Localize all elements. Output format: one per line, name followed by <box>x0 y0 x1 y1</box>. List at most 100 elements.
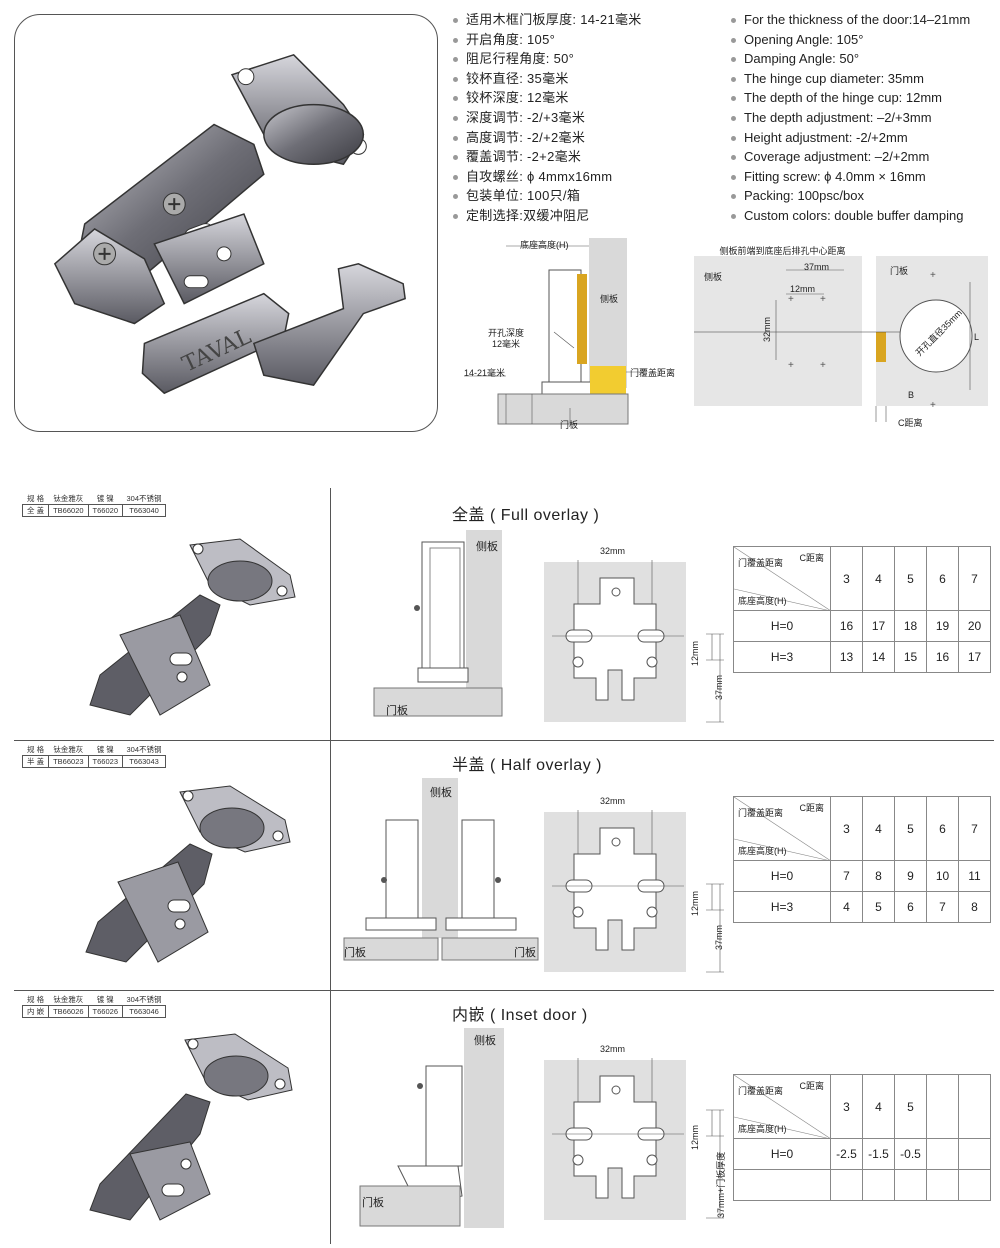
cell: 7 <box>830 860 863 892</box>
spec-item: Packing: 100psc/box <box>730 186 970 206</box>
spec-item: 铰杯深度: 12毫米 <box>452 88 642 108</box>
label-c-distance: C距离 <box>898 418 923 428</box>
side-diagram-full-overlay: 侧板 门板 <box>372 528 522 728</box>
side-diagram-inset-door: 侧板 门板 <box>358 1026 518 1236</box>
label-thickness: 14-21毫米 <box>464 368 506 378</box>
c-value: 5 <box>894 1074 927 1139</box>
hinge-illustration: TAVAL <box>53 53 406 395</box>
c-distance-table-inset-door: C距离 门覆盖距离 底座高度(H) 3 4 5 H=0 -2.5 -1.5 -0… <box>733 1074 991 1201</box>
label-dim-12: 12mm <box>690 1124 700 1150</box>
row-label: H=3 <box>733 641 831 673</box>
cell: -2.5 <box>830 1138 863 1170</box>
table-corner-header: C距离 门覆盖距离 底座高度(H) <box>733 1074 831 1139</box>
spec-header: 钛金雅灰 <box>48 493 89 505</box>
b-header: 底座高度(H) <box>738 1124 787 1134</box>
dim-lines-full-overlay <box>706 633 724 723</box>
cell: 20 <box>958 610 991 642</box>
spec-item: 适用木框门板厚度: 14-21毫米 <box>452 10 642 30</box>
spec-item: The depth of the hinge cup: 12mm <box>730 88 970 108</box>
c-value: 3 <box>830 796 863 861</box>
spec-name: 全 盖 <box>21 504 50 517</box>
spec-item: For the thickness of the door:14–21mm <box>730 10 970 30</box>
hero-product-photo: TAVAL <box>14 14 438 432</box>
cell: 17 <box>862 610 895 642</box>
table-row: H=0 16 17 18 19 20 <box>733 610 991 642</box>
cell <box>958 1169 991 1201</box>
c-value: 7 <box>958 546 991 611</box>
c-value: 4 <box>862 796 895 861</box>
section-divider-1 <box>14 740 994 741</box>
spec-item: 深度调节: -2/+3毫米 <box>452 108 642 128</box>
label-dim-32: 32mm <box>600 796 626 806</box>
table-row: H=0 -2.5 -1.5 -0.5 <box>733 1138 991 1170</box>
c-value: 4 <box>862 1074 895 1139</box>
spec-item: Height adjustment: -2/+2mm <box>730 128 970 148</box>
spec-code: T66026 <box>87 1005 123 1018</box>
spec-item: 自攻螺丝: ϕ 4mmx16mm <box>452 167 642 187</box>
spec-code: TB66023 <box>48 755 89 768</box>
drilling-diagram-title: 侧板前端到底座后排孔中心距离 <box>719 246 846 256</box>
svg-text:+: + <box>820 294 826 305</box>
specs-list-en: For the thickness of the door:14–21mm Op… <box>730 10 970 226</box>
spec-code: TB66026 <box>48 1005 89 1018</box>
table-row: H=3 13 14 15 16 17 <box>733 641 991 673</box>
product-image-inset-door <box>89 1033 293 1221</box>
side-diagram-half-overlay: 侧板 门板 门板 <box>342 776 542 962</box>
spec-header: 304不锈钢 <box>122 493 166 505</box>
spec-table-half-overlay: 规 格 钛金雅灰 镀 镍 304不锈钢 半 盖 TB66023 T66023 T… <box>21 744 167 768</box>
c-value: 4 <box>862 546 895 611</box>
c-value: 7 <box>958 796 991 861</box>
spec-item: 开启角度: 105° <box>452 30 642 50</box>
c-header: C距离 <box>799 803 825 813</box>
spec-name: 内 嵌 <box>21 1005 50 1018</box>
product-image-full-overlay <box>89 538 296 716</box>
cell: 15 <box>894 641 927 673</box>
spec-code: T663043 <box>121 755 167 768</box>
spec-item: 铰杯直径: 35毫米 <box>452 69 642 89</box>
plate-diagram-half-overlay: 32mm <box>544 796 689 974</box>
dim-lines-inset-door <box>706 1109 724 1219</box>
section-divider-vertical <box>330 488 331 1244</box>
table-corner-header: C距离 门覆盖距离 底座高度(H) <box>733 546 831 611</box>
cell: 11 <box>958 860 991 892</box>
svg-text:+: + <box>788 294 794 305</box>
table-row: H=0 7 8 9 10 11 <box>733 860 991 892</box>
spec-code: T663040 <box>121 504 167 517</box>
c-header: C距离 <box>799 553 825 563</box>
cell: 10 <box>926 860 959 892</box>
label-side-panel-b: 门板 <box>890 266 909 276</box>
spec-header: 镀 镍 <box>88 493 123 505</box>
label-l: L <box>974 332 980 342</box>
spec-header: 钛金雅灰 <box>48 994 89 1006</box>
label-b: B <box>908 390 915 400</box>
plate-diagram-inset-door: 32mm <box>544 1044 689 1222</box>
svg-text:+: + <box>788 360 794 371</box>
c-value: 5 <box>894 796 927 861</box>
section-title-full-overlay: 全盖 ( Full overlay ) <box>452 507 600 524</box>
label-side-panel: 侧板 <box>430 787 452 799</box>
c-value <box>926 1074 959 1139</box>
label-base-height: 底座高度(H) <box>520 240 569 250</box>
label-dim-32: 32mm <box>600 1044 626 1054</box>
c-value: 6 <box>926 796 959 861</box>
spec-item: Opening Angle: 105° <box>730 30 970 50</box>
c-distance-table-half-overlay: C距离 门覆盖距离 底座高度(H) 3 4 5 6 7 H=0 7 8 9 10… <box>733 796 991 923</box>
label-door-panel: 门板 <box>362 1197 384 1209</box>
label-dim-37: 37mm <box>804 262 830 272</box>
cell: 5 <box>862 891 895 923</box>
product-image-half-overlay <box>85 785 291 963</box>
cell: 14 <box>862 641 895 673</box>
spec-item: 阻尼行程角度: 50° <box>452 49 642 69</box>
label-overlay-distance: 门覆盖距离 <box>630 368 676 378</box>
cell: -1.5 <box>862 1138 895 1170</box>
row-label: H=0 <box>733 1138 831 1170</box>
spec-table-full-overlay: 规 格 钛金雅灰 镀 镍 304不锈钢 全 盖 TB66020 T66020 T… <box>21 493 167 517</box>
b-header: 底座高度(H) <box>738 846 787 856</box>
spec-name: 半 盖 <box>21 755 50 768</box>
specs-list-cn: 适用木框门板厚度: 14-21毫米 开启角度: 105° 阻尼行程角度: 50°… <box>452 10 642 226</box>
c-value: 5 <box>894 546 927 611</box>
spec-item: Damping Angle: 50° <box>730 49 970 69</box>
section-title-half-overlay: 半盖 ( Half overlay ) <box>452 757 602 774</box>
cell: 19 <box>926 610 959 642</box>
spec-code: T66020 <box>87 504 123 517</box>
